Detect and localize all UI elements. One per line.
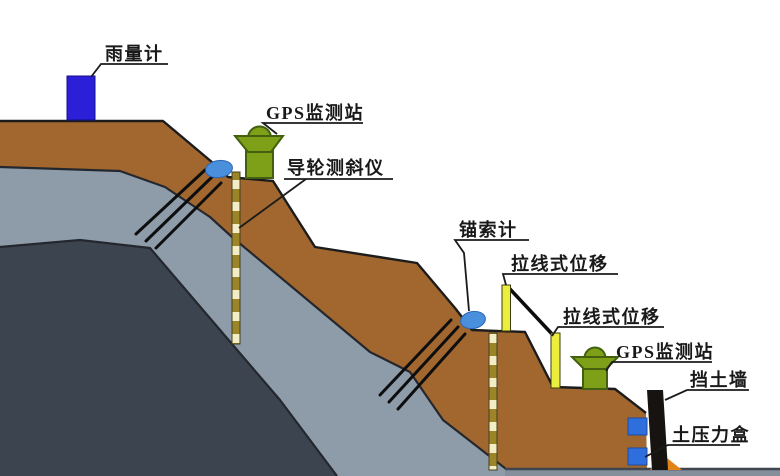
callout-earth-pressure-cell: 土压力盒 xyxy=(644,424,750,458)
wire-displacement-upper-label: 拉线式位移 xyxy=(511,253,609,274)
rock-bedrock-boundary xyxy=(0,238,338,476)
gps-station-top-label: GPS监测站 xyxy=(266,102,364,123)
displacement-wire xyxy=(507,286,554,336)
callout-wire-displacement-upper: 拉线式位移 xyxy=(501,253,618,286)
callout-gps-station-lower: GPS监测站 xyxy=(605,341,714,372)
retaining-wall xyxy=(647,390,668,470)
callout-anchor-gauge: 锚索计 xyxy=(453,219,529,312)
soil-layer xyxy=(0,121,647,471)
anchor-cables-lower xyxy=(378,318,467,411)
road xyxy=(505,469,780,476)
rain-gauge-label: 雨量计 xyxy=(105,43,164,64)
earth-pressure-cell-lower xyxy=(627,447,648,466)
earth-pressure-cell-upper xyxy=(627,417,648,436)
wire-post-lower xyxy=(550,332,561,389)
inclinometer-tube-lower xyxy=(488,332,498,471)
bedrock-layer xyxy=(0,240,337,476)
anchor-head-lower xyxy=(460,310,486,330)
callout-inclinometer: 导轮测斜仪 xyxy=(238,157,393,229)
weathered-rock-layer xyxy=(0,167,510,476)
callout-rain-gauge: 雨量计 xyxy=(90,43,168,78)
anchor-head-upper xyxy=(205,159,233,179)
callout-wire-displacement-lower: 拉线式位移 xyxy=(551,306,664,337)
rain-gauge xyxy=(66,75,96,121)
wire-post-upper xyxy=(501,284,511,332)
gps-station-lower-label: GPS监测站 xyxy=(616,341,714,362)
gps-station-lower xyxy=(569,346,621,390)
anchor-cables-upper xyxy=(134,168,223,250)
anchor-gauge-label: 锚索计 xyxy=(459,219,518,240)
gps-station-top xyxy=(232,125,285,179)
earth-pressure-cell-label: 土压力盒 xyxy=(672,424,750,445)
inclinometer-label: 导轮测斜仪 xyxy=(287,157,385,178)
wire-displacement-lower-label: 拉线式位移 xyxy=(563,306,661,327)
callout-retaining-wall: 挡土墙 xyxy=(664,369,749,401)
retaining-wall-label: 挡土墙 xyxy=(690,369,749,390)
callout-gps-station-top: GPS监测站 xyxy=(260,102,364,135)
inclinometer-tube-upper xyxy=(231,171,241,345)
